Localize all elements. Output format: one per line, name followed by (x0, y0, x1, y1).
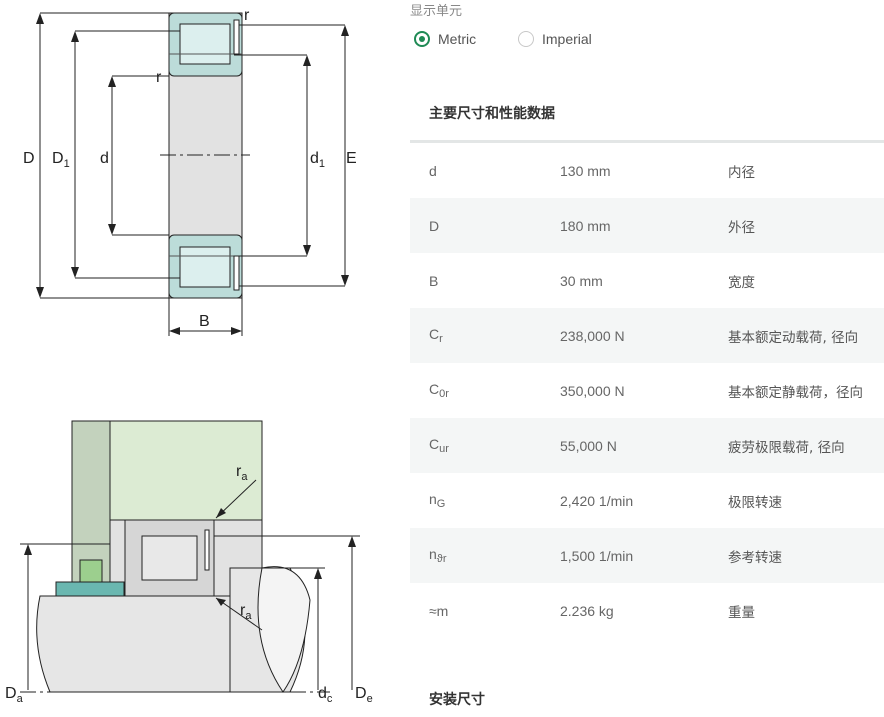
label-B: B (199, 313, 210, 330)
row-symbol: Cr (429, 326, 443, 345)
row-description: 基本额定动载荷, 径向 (728, 329, 859, 346)
row-symbol: C0r (429, 381, 449, 400)
row-symbol: d (429, 162, 437, 179)
bearing-cross-section-drawing: D D1 d d1 E B r r (23, 7, 357, 336)
label-De: De (355, 685, 373, 705)
units-title: 显示单元 (410, 4, 463, 19)
label-E: E (346, 150, 357, 167)
row-value: 55,000 N (560, 437, 617, 454)
mounting-drawing: ra ra Da dc De (5, 420, 373, 705)
radio-imperial-label: Imperial (542, 31, 592, 47)
label-ra-mid: ra (240, 602, 252, 622)
table-row: B 30 mm 宽度 (410, 253, 884, 308)
section-divider (410, 140, 884, 143)
row-description: 重量 (728, 604, 755, 621)
row-symbol: ≈m (429, 602, 449, 619)
row-description: 极限转速 (728, 494, 782, 511)
table-row: d 130 mm 内径 (410, 143, 884, 198)
row-value: 238,000 N (560, 327, 625, 344)
row-description: 内径 (728, 164, 755, 181)
row-value: 2,420 1/min (560, 492, 634, 509)
label-r-top: r (244, 7, 250, 24)
row-symbol: nG (429, 491, 446, 510)
section-title-main: 主要尺寸和性能数据 (429, 106, 555, 122)
row-value: 130 mm (560, 162, 611, 179)
row-description: 基本额定静载荷，径向 (728, 384, 863, 401)
label-r-inner: r (156, 69, 162, 86)
label-D1: D1 (52, 150, 70, 170)
row-value: 1,500 1/min (560, 547, 634, 564)
section-title-mounting: 安装尺寸 (429, 692, 485, 708)
row-description: 疲劳极限载荷, 径向 (728, 439, 845, 456)
label-D: D (23, 150, 35, 167)
table-row: C0r 350,000 N 基本额定静载荷，径向 (410, 363, 884, 418)
spec-table: d 130 mm 内径 D 180 mm 外径 B 30 mm 宽度 Cr 238,000 N 基本额… (410, 143, 884, 638)
bearing-drawings: D D1 d d1 E B r r (0, 0, 405, 717)
radio-imperial[interactable]: Imperial (518, 31, 592, 47)
row-symbol: Cur (429, 436, 449, 455)
table-row: ≈m 2.236 kg 重量 (410, 583, 884, 638)
label-d1: d1 (310, 150, 325, 170)
row-description: 参考转速 (728, 549, 782, 566)
label-d: d (100, 150, 109, 167)
row-value: 2.236 kg (560, 602, 614, 619)
row-symbol: D (429, 217, 440, 234)
row-value: 180 mm (560, 217, 611, 234)
row-symbol: nϑr (429, 546, 447, 565)
radio-metric-label: Metric (438, 31, 477, 47)
label-dc: dc (318, 685, 333, 705)
table-row: nG 2,420 1/min 极限转速 (410, 473, 884, 528)
table-row: Cur 55,000 N 疲劳极限载荷, 径向 (410, 418, 884, 473)
row-symbol: B (429, 272, 439, 289)
label-Da: Da (5, 685, 24, 705)
radio-metric[interactable]: Metric (414, 31, 476, 47)
row-description: 宽度 (728, 274, 755, 291)
row-value: 350,000 N (560, 382, 625, 399)
radio-unselected-icon (518, 31, 534, 47)
product-data-panel: 显示单元 Metric Imperial 主要尺寸和性能数据 d 130 mm 内径… (410, 0, 884, 717)
table-row: Cr 238,000 N 基本额定动载荷, 径向 (410, 308, 884, 363)
radio-selected-icon (414, 31, 430, 47)
label-ra-top: ra (236, 463, 248, 483)
row-value: 30 mm (560, 272, 603, 289)
table-row: D 180 mm 外径 (410, 198, 884, 253)
row-description: 外径 (728, 219, 755, 236)
table-row: nϑr 1,500 1/min 参考转速 (410, 528, 884, 583)
